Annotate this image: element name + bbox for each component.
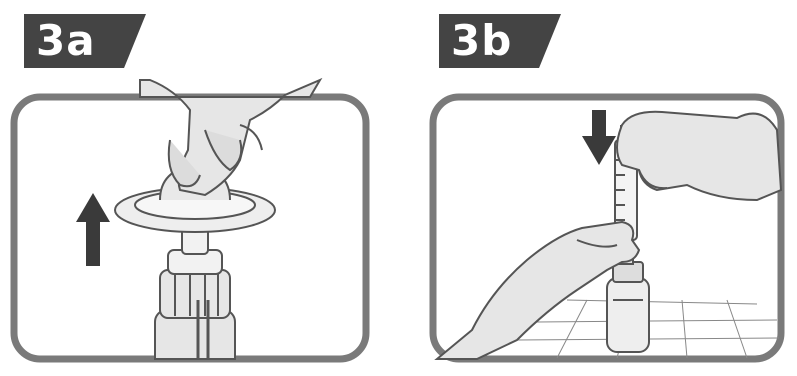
up-arrow-icon (76, 193, 110, 266)
step-3a-illustration (10, 77, 370, 363)
gloved-hand-lower (434, 220, 641, 360)
vial-adapter (154, 214, 236, 360)
down-arrow-icon (582, 110, 616, 165)
step-3b-illustration (429, 93, 785, 363)
step-3a-label: 3a (24, 14, 146, 68)
step-3b-label: 3b (439, 14, 561, 68)
step-3a-panel: 3a (0, 0, 380, 376)
step-3b-panel: 3b (417, 0, 797, 376)
gloved-hand (139, 77, 323, 197)
gloved-hand-upper (616, 110, 783, 202)
vial (606, 261, 650, 353)
